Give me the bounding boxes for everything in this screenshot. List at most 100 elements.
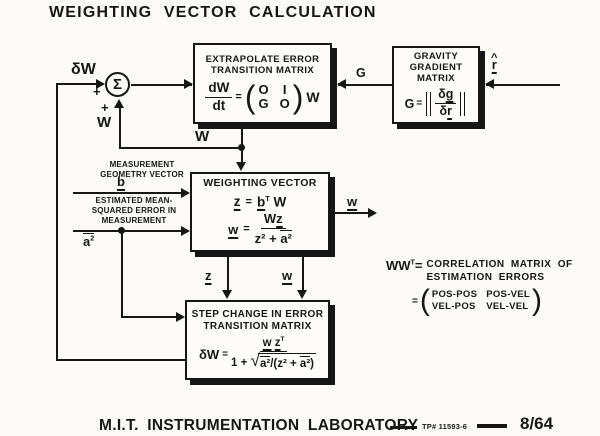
z-squared: z² + [254,230,281,246]
norm-bars-right [460,91,466,116]
a-exponent: 2 [90,234,95,243]
a-base: a [83,234,91,249]
wire-b-input [73,192,182,194]
w-matrix: W [273,194,287,210]
close-paren: ) [292,79,304,115]
b-vector: b [256,194,266,210]
footer-dash-1 [390,426,417,429]
arrowhead-rhat-into-gravity [485,79,494,89]
label-g-signal: G [356,66,366,80]
frac-den: δr [440,104,452,119]
radicand-middle: /(z² + [270,358,300,370]
transpose-sup: T [280,336,285,344]
arrowhead-b-into-weighting [181,188,190,198]
sigma-symbol: Σ [112,76,122,93]
label-r-hat: ^ r [491,52,498,72]
radicand: a²/(z² + a²) [257,353,316,371]
caption-line: MEASUREMENT [101,216,167,225]
frac-num: δg [435,87,457,104]
extrapolate-title-1: EXTRAPOLATE ERROR [205,53,320,65]
equals-sign: = [235,91,242,103]
arrowhead-w-into-sum [114,99,124,108]
footer-tp-number: TP# 11593-6 [422,422,468,431]
wire-w-feedback-horizontal [120,147,242,149]
matrix-cell: I [282,82,287,98]
bT-w-term: bT W [257,194,286,210]
deltaw-lhs: δW [198,346,220,362]
matrix-cell: O [258,82,269,98]
arrowhead-w-output [368,208,377,218]
state-matrix: O I G O [258,83,289,110]
summing-junction: Σ [105,72,130,97]
transpose-sup: T [410,258,415,267]
equals-sign: = [412,295,418,307]
frac-den: 1 + √ a²/(z² + a²) [231,352,316,371]
wire-z-down [227,257,229,291]
g-vector: g [445,87,454,102]
open-paren: ( [244,79,256,115]
correlation-caption: CORRELATION MATRIX OF ESTIMATION ERRORS [427,258,573,284]
caption-line: ESTIMATED MEAN- [95,196,173,205]
frac-num: w zT [259,336,288,352]
close-paren: ) [532,284,543,317]
w-matrix: W [263,211,277,227]
matrix-cell: VEL-POS [431,301,476,312]
radical-sign: √ [250,350,260,370]
caption-line: CORRELATION MATRIX OF [426,259,573,270]
weighting-vector-box: WEIGHTING VECTOR z = bT W w = Wz z² + a² [190,172,330,252]
wire-a2-branch-down [121,230,123,318]
r-vector: r [447,104,453,118]
gravity-title-1: GRAVITY [413,51,459,63]
arrowhead-into-sum-left [96,79,105,89]
equals-sign: = [416,98,423,109]
dwdt-fraction: dW dt [205,80,233,114]
wire-deltaw-into-sum [56,83,100,85]
gravity-title-3: MATRIX [416,73,456,85]
weighting-title: WEIGHTING VECTOR [203,176,317,189]
dg-dr-fraction: δg δr [435,87,457,119]
caption-line: GEOMETRY VECTOR [100,170,184,179]
arrowhead-w-lower-into-step [297,290,307,299]
matrix-cell: POS-POS [431,289,478,301]
extrapolate-error-box: EXTRAPOLATE ERROR TRANSITION MATRIX dW d… [193,43,332,124]
arrowhead-a2-into-weighting [181,226,190,236]
correlation-matrix: POS-POS POS-VEL VEL-POS VEL-VEL [432,290,530,312]
frac-den: z² + a² [255,229,292,246]
wire-a2-branch-right [121,316,176,318]
gravity-gradient-box: GRAVITY GRADIENT MATRIX G = δg δr [392,46,480,124]
caption-line: MEASUREMENT [109,160,175,169]
z-lhs: z [233,194,241,210]
wwT-term: WWT= [386,258,423,273]
wire-feedback-bottom [56,359,187,361]
radicand-close: ) [310,358,314,370]
arrowhead-g-into-extrapolate [337,79,346,89]
a2-input-caption: ESTIMATED MEAN- SQUARED ERROR IN MEASURE… [78,196,190,226]
arrowhead-a2-into-step [176,312,185,322]
ww: WW [386,258,411,273]
wire-w-output [335,212,369,214]
label-delta-w: δW [71,61,96,78]
wire-w-feedback-up [119,106,121,149]
label-a2-symbol: a2 [83,233,95,249]
matrix-cell: VEL-VEL [486,301,529,312]
transpose-sup: T [265,193,270,203]
equals-sign: = [222,348,228,360]
g-lhs: G [404,96,415,111]
frac-den: dt [212,97,226,113]
equals-sign: = [414,258,423,273]
matrix-cell: POS-VEL [486,289,531,301]
step-fraction: w zT 1 + √ a²/(z² + a²) [231,337,316,370]
label-b-symbol: b [117,174,125,189]
open-paren: ( [419,284,430,317]
footer-date: 8/64 [520,414,554,433]
plus-sign-left: + [93,84,101,99]
delta: δ [439,104,448,118]
correlation-note: WWT= CORRELATION MATRIX OF ESTIMATION ER… [386,258,573,317]
step-title-2: TRANSITION MATRIX [203,320,312,332]
b-input-caption: MEASUREMENT GEOMETRY VECTOR [86,160,198,180]
arrowhead-into-extrapolate [184,79,193,89]
hat-accent: ^ [491,52,498,64]
r-symbol: r [491,56,497,72]
label-z-signal: z [205,268,212,283]
radical: √ a²/(z² + a²) [250,350,316,371]
